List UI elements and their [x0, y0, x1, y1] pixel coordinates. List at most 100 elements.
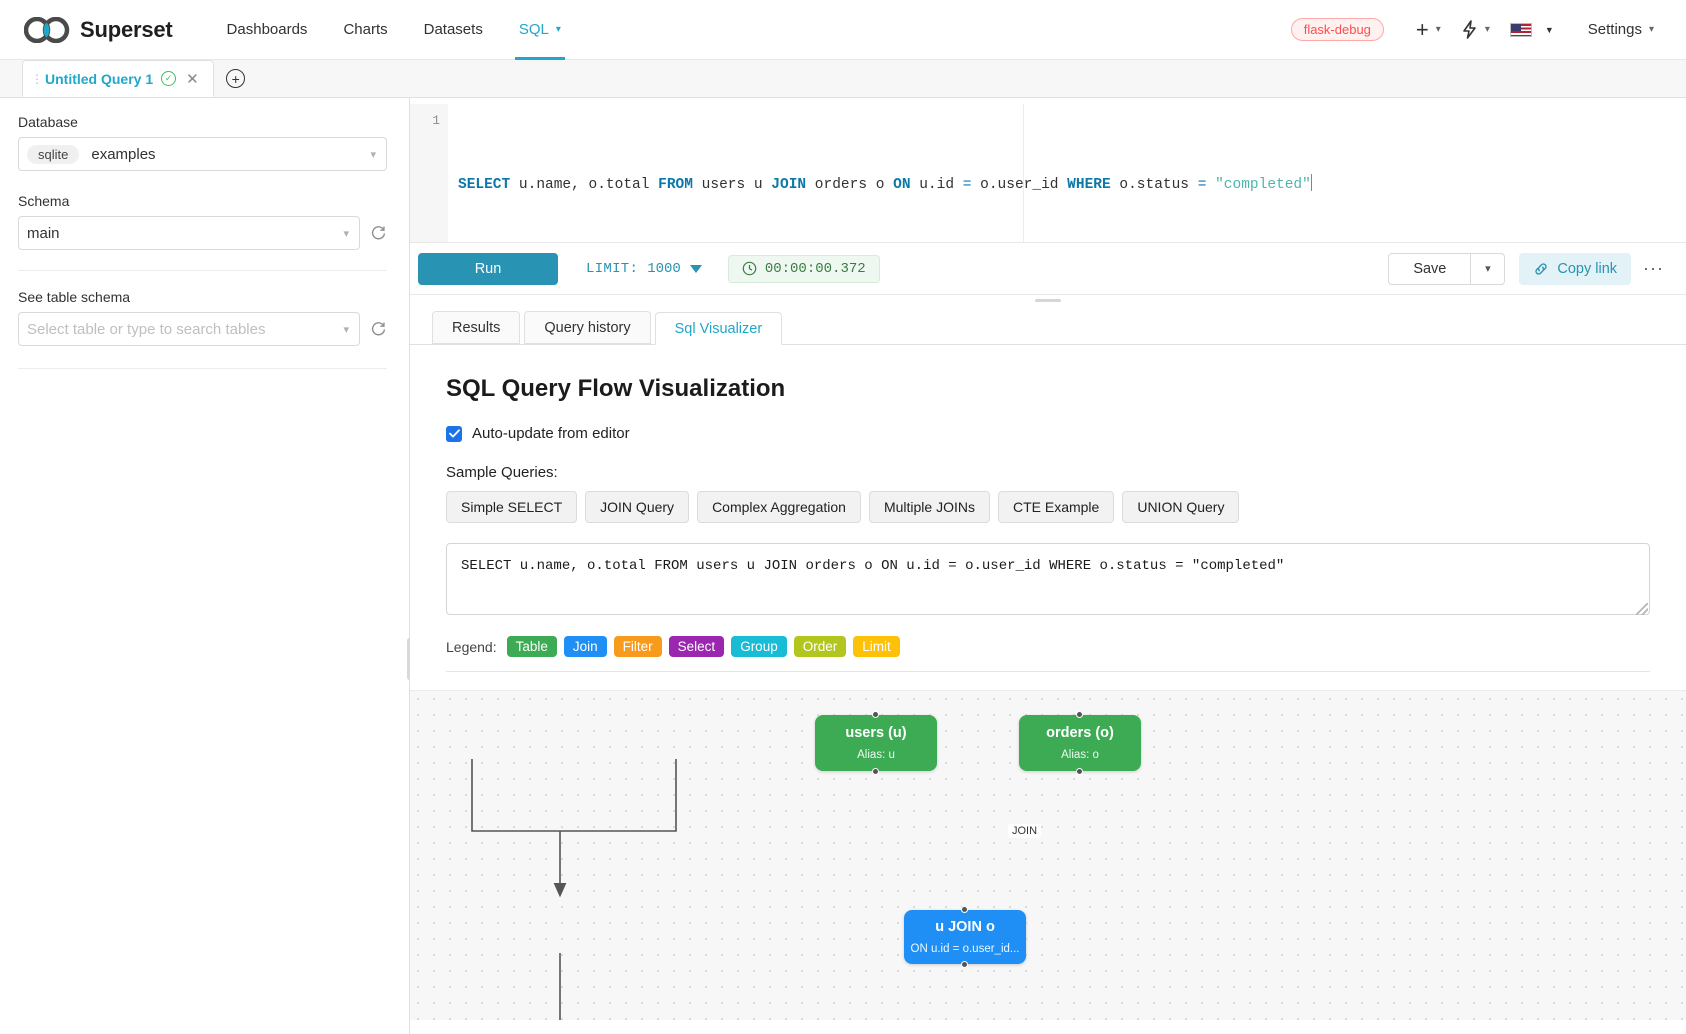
chevron-down-icon: ▾ [1435, 24, 1441, 35]
flow-node-orders-subtitle: Alias: o [1061, 748, 1099, 761]
nav-link-sql-label: SQL [518, 21, 549, 38]
query-timer: 00:00:00.372 [727, 254, 880, 283]
add-query-tab-button[interactable]: + [214, 60, 258, 97]
language-picker[interactable]: ▼ [1500, 10, 1564, 50]
left-divider [18, 270, 387, 271]
plus-icon: + [1415, 16, 1429, 42]
query-tab-bar: ⋮ Untitled Query 1 ✓ ✕ + [0, 60, 1686, 98]
right-panel: 1 SELECT u.name, o.total FROM users u JO… [410, 98, 1686, 1034]
table-select[interactable]: Select table or type to search tables ▾ [18, 312, 360, 346]
results-resize-handle[interactable] [410, 295, 1686, 305]
copy-link-button[interactable]: Copy link [1519, 252, 1632, 285]
legend-item-select: Select [668, 636, 725, 657]
limit-dropdown[interactable]: LIMIT: 1000 [586, 261, 702, 277]
drag-handle-icon[interactable]: ⋮ [31, 71, 43, 86]
sample-query-complex-aggregation[interactable]: Complex Aggregation [697, 491, 861, 523]
schema-row: main ▾ [18, 216, 387, 250]
flow-node-join[interactable]: u JOIN o ON u.id = o.user_id... [904, 906, 1026, 968]
database-engine-pill: sqlite [27, 144, 80, 164]
chevron-down-icon: ▾ [1485, 263, 1491, 275]
caret-down-icon [689, 264, 702, 273]
nav-link-datasets[interactable]: Datasets [406, 0, 501, 60]
settings-label: Settings [1587, 21, 1642, 38]
schema-select[interactable]: main ▾ [18, 216, 360, 250]
flow-node-users-title: users (u) [845, 725, 907, 742]
database-value: examples [91, 145, 156, 163]
legend-item-join: Join [563, 636, 607, 657]
query-tab-untitled-query-1[interactable]: ⋮ Untitled Query 1 ✓ ✕ [22, 60, 214, 97]
legend-item-table: Table [506, 636, 557, 657]
legend-caption: Legend: [446, 638, 497, 655]
copy-link-label: Copy link [1557, 260, 1618, 277]
left-bottom-divider [18, 368, 387, 369]
sql-visualizer-panel: SQL Query Flow Visualization Auto-update… [410, 345, 1686, 1034]
flow-edge-label-join: JOIN [1008, 824, 1042, 838]
left-panel: Database sqlite examples ▾ Schema main ▾ [0, 98, 412, 1034]
grip-bar [1035, 298, 1061, 302]
sql-input-textarea[interactable] [446, 543, 1650, 615]
query-flow-canvas[interactable]: users (u) Alias: u orders (o) Alias: o u… [410, 690, 1686, 1020]
query-timer-value: 00:00:00.372 [764, 260, 866, 277]
save-group: Save ▾ [1388, 252, 1506, 285]
refresh-schema-icon[interactable] [370, 225, 387, 242]
brand-logo-group[interactable]: Superset [24, 16, 173, 43]
top-navbar: Superset Dashboards Charts Datasets SQL … [0, 0, 1686, 60]
chevron-down-icon: ▾ [1648, 24, 1654, 35]
query-tab-title: Untitled Query 1 [45, 70, 154, 87]
sample-query-union-query[interactable]: UNION Query [1122, 491, 1240, 523]
save-button[interactable]: Save [1388, 252, 1472, 285]
legend-item-group: Group [731, 636, 787, 657]
sample-query-multiple-joins[interactable]: Multiple JOINs [868, 491, 990, 523]
run-button[interactable]: Run [418, 252, 558, 285]
flow-node-users[interactable]: users (u) Alias: u [815, 711, 937, 775]
editor-code-area[interactable]: SELECT u.name, o.total FROM users u JOIN… [448, 104, 1686, 242]
node-port-top[interactable] [872, 711, 879, 718]
sample-query-cte-example[interactable]: CTE Example [997, 491, 1115, 523]
tab-query-history[interactable]: Query history [524, 311, 651, 344]
sample-query-join-query[interactable]: JOIN Query [585, 491, 690, 523]
tab-results-label: Results [452, 319, 501, 336]
sql-editor[interactable]: 1 SELECT u.name, o.total FROM users u JO… [410, 98, 1686, 243]
brand-name: Superset [80, 16, 173, 42]
nav-link-dashboards[interactable]: Dashboards [209, 0, 326, 60]
sample-queries-row: Simple SELECT JOIN Query Complex Aggrega… [446, 491, 1650, 523]
database-label: Database [18, 114, 78, 130]
plus-circle-icon: + [226, 69, 246, 88]
save-dropdown-button[interactable]: ▾ [1471, 252, 1506, 285]
nav-link-charts[interactable]: Charts [325, 0, 405, 60]
legend: Legend: Table Join Filter Select Group O… [446, 636, 1650, 657]
editor-print-margin [1023, 104, 1024, 242]
editor-line-1: SELECT u.name, o.total FROM users u JOIN… [458, 174, 1686, 196]
settings-menu[interactable]: Settings ▾ [1564, 10, 1664, 50]
node-port-bottom[interactable] [961, 961, 968, 968]
nav-link-sql[interactable]: SQL ▾ [501, 0, 579, 60]
alerts-reports-button[interactable]: ▾ [1451, 10, 1500, 50]
node-port-bottom[interactable] [1076, 768, 1083, 775]
close-icon[interactable]: ✕ [186, 70, 199, 88]
node-port-top[interactable] [1076, 711, 1083, 718]
auto-update-checkbox[interactable] [446, 425, 462, 442]
refresh-tables-icon[interactable] [370, 321, 387, 338]
more-options-button[interactable]: ··· [1643, 258, 1664, 278]
superset-logo-icon [24, 16, 70, 43]
node-port-bottom[interactable] [872, 768, 879, 775]
see-table-schema-label: See table schema [18, 289, 131, 305]
chevron-down-icon: ▾ [555, 24, 561, 35]
flow-node-join-subtitle: ON u.id = o.user_id... [910, 942, 1020, 955]
nav-link-dashboards-label: Dashboards [226, 21, 308, 38]
node-port-top[interactable] [961, 906, 968, 913]
new-item-button[interactable]: + ▾ [1406, 10, 1451, 50]
nav-link-datasets-label: Datasets [423, 21, 483, 38]
schema-value: main [27, 224, 60, 242]
tab-query-history-label: Query history [544, 319, 631, 336]
sample-query-simple-select[interactable]: Simple SELECT [446, 491, 578, 523]
tab-results[interactable]: Results [432, 311, 521, 344]
panel-resize-handle[interactable] [407, 638, 412, 680]
lightning-bolt-icon [1463, 20, 1476, 39]
textarea-resize-handle[interactable] [1636, 603, 1648, 615]
tab-sql-visualizer[interactable]: Sql Visualizer [654, 312, 783, 345]
legend-item-filter: Filter [613, 636, 662, 657]
database-select[interactable]: sqlite examples ▾ [18, 137, 387, 171]
flow-node-orders[interactable]: orders (o) Alias: o [1019, 711, 1141, 775]
